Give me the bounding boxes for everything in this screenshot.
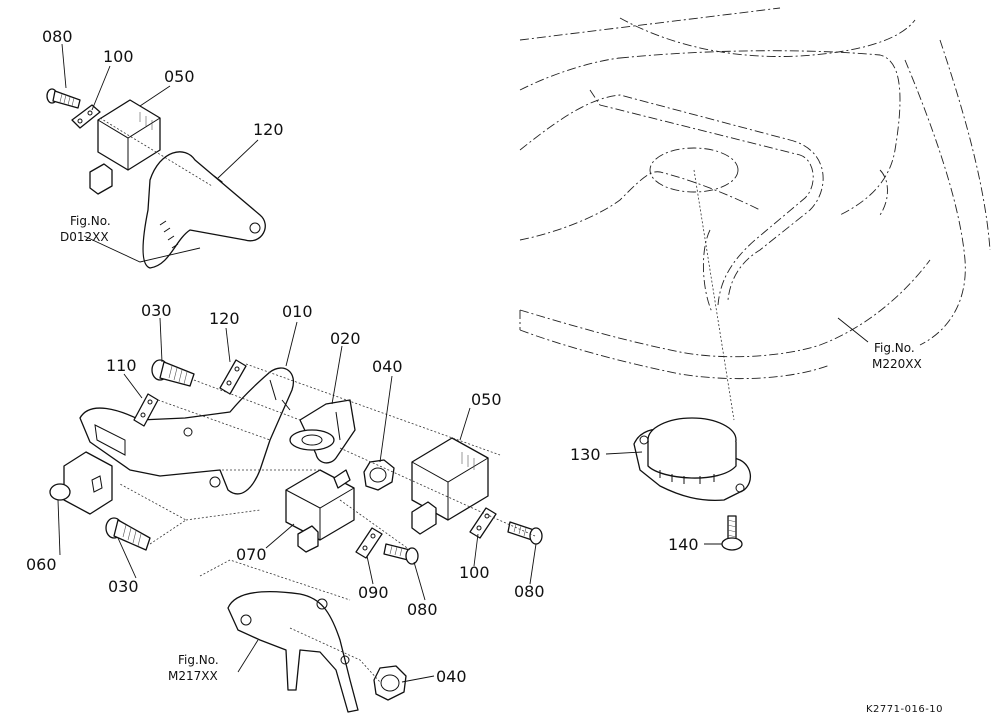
label-110: 110	[106, 356, 137, 375]
bracket-d012	[142, 151, 266, 269]
switch-050-mid	[411, 437, 489, 535]
seat-switch-130	[633, 417, 751, 502]
upper-left-subassembly	[46, 88, 266, 269]
nut-040-bot	[373, 665, 407, 701]
fig-ref-m220-code: M220XX	[872, 357, 922, 371]
screw-140	[721, 515, 743, 551]
label-030-mid: 030	[141, 301, 172, 320]
label-050-top: 050	[164, 67, 195, 86]
main-bracket-010	[79, 367, 295, 495]
figure-references: Fig.No. D012XX Fig.No. M220XX Fig.No. M2…	[60, 214, 922, 683]
switch-050-top	[89, 99, 161, 195]
bracket-hole	[209, 476, 221, 488]
seat-mount-guide-line	[693, 169, 735, 421]
label-060: 060	[26, 555, 57, 574]
bolt-080-top	[46, 88, 81, 109]
spacer-plate-090	[355, 527, 383, 559]
seat-pan-outline	[519, 7, 991, 380]
nut-040-mid	[363, 459, 395, 491]
label-100-top: 100	[103, 47, 134, 66]
plate-020	[289, 399, 356, 464]
fig-ref-m220-caption: Fig.No.	[874, 341, 915, 355]
label-080-bot1: 080	[407, 600, 438, 619]
fig-ref-m217-caption: Fig.No.	[178, 653, 219, 667]
switch-060	[49, 451, 113, 515]
label-130: 130	[570, 445, 601, 464]
label-120-mid: 120	[209, 309, 240, 328]
label-140: 140	[668, 535, 699, 554]
assembly-centerlines	[119, 363, 536, 683]
part-labels: 080 100 050 120 030 120 010 020 110 040 …	[26, 27, 699, 686]
spacer-plate-120-mid	[219, 359, 247, 395]
bracket-hole	[183, 427, 193, 437]
bolt-030-bot	[105, 517, 151, 551]
label-050-mid: 050	[471, 390, 502, 409]
lower-bracket-m217	[227, 591, 359, 713]
bolt-080-bot2	[507, 521, 543, 545]
bolt-080-bot1	[383, 543, 419, 565]
label-080-bot2: 080	[514, 582, 545, 601]
fig-ref-d012-code: D012XX	[60, 230, 109, 244]
label-080-top: 080	[42, 27, 73, 46]
fig-ref-m217-code: M217XX	[168, 669, 218, 683]
label-020: 020	[330, 329, 361, 348]
spacer-plate-100-top	[71, 104, 101, 129]
label-070: 070	[236, 545, 267, 564]
drawing-number: K2771-016-10	[866, 704, 943, 715]
label-030-bot: 030	[108, 577, 139, 596]
label-090: 090	[358, 583, 389, 602]
fig-ref-d012-caption: Fig.No.	[70, 214, 111, 228]
label-040-bot: 040	[436, 667, 467, 686]
label-010: 010	[282, 302, 313, 321]
switch-070	[285, 469, 355, 553]
label-100-bot: 100	[459, 563, 490, 582]
leader-lines	[57, 43, 869, 683]
label-120-top: 120	[253, 120, 284, 139]
label-040-mid: 040	[372, 357, 403, 376]
bolt-030-mid	[151, 359, 195, 387]
